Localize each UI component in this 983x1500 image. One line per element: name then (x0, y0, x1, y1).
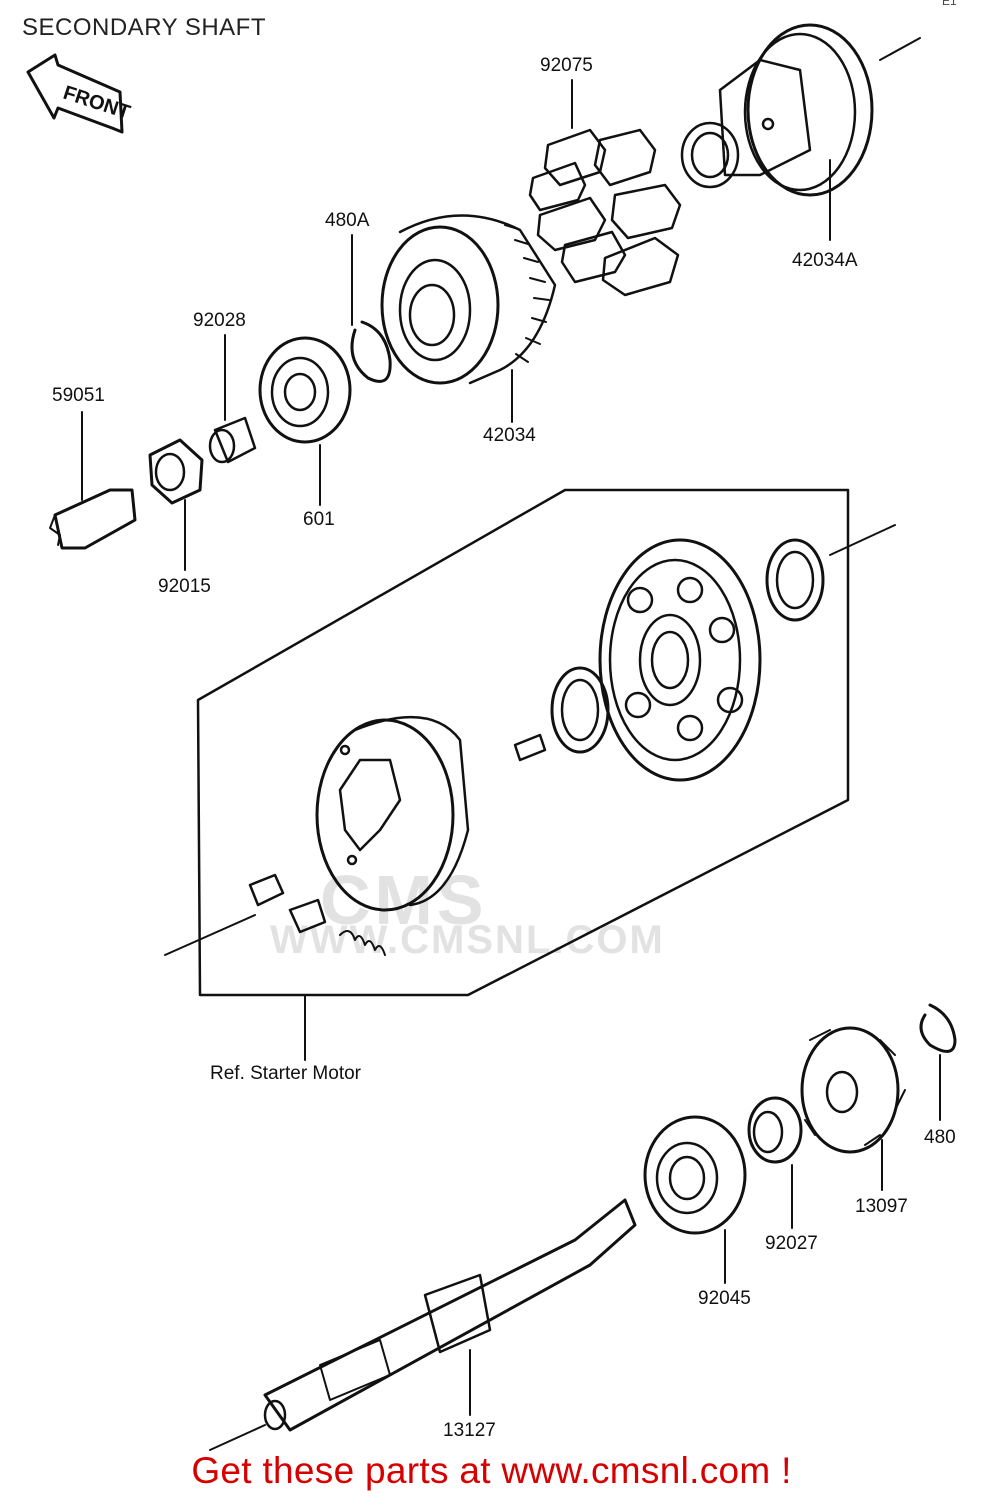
part-92045-bearing (643, 1115, 747, 1235)
part-42034a-hub (680, 23, 874, 197)
part-480a-circlip (350, 320, 392, 383)
part-92028-collar (208, 416, 257, 464)
part-13097-sprocket (800, 1026, 906, 1154)
axis-line (209, 1424, 266, 1451)
part-label-92045[interactable]: 92045 (698, 1288, 751, 1309)
part-label-42034a[interactable]: 42034A (792, 250, 858, 271)
page-title: SECONDARY SHAFT (22, 14, 266, 41)
part-label-601[interactable]: 601 (303, 509, 335, 530)
starter-rollers (248, 873, 386, 956)
part-92027-collar (747, 1096, 803, 1164)
promo-link-text[interactable]: Get these parts at www.cmsnl.com ! (191, 1450, 792, 1491)
axis-line (879, 37, 921, 61)
front-arrow-text: FRONT (60, 82, 132, 124)
part-92075-dampers (528, 128, 682, 297)
part-label-92028[interactable]: 92028 (193, 310, 246, 331)
part-42034-gear (380, 214, 557, 385)
part-label-59051[interactable]: 59051 (52, 385, 105, 406)
part-label-42034[interactable]: 42034 (483, 425, 536, 446)
part-label-480a[interactable]: 480A (325, 210, 370, 231)
watermark-url: WWW.CMSNL.COM (270, 918, 665, 962)
part-92015-nut (148, 438, 204, 505)
starter-bolt (513, 733, 547, 762)
starter-clutch (315, 715, 470, 912)
part-59051-pinion (49, 488, 137, 550)
ref-starter-motor-label: Ref. Starter Motor (210, 1063, 361, 1084)
part-label-480[interactable]: 480 (924, 1127, 956, 1148)
axis-line (164, 914, 256, 956)
part-480-circlip (919, 1003, 957, 1053)
corner-code: E1 (942, 0, 957, 8)
front-arrow-icon: FRONT (26, 53, 133, 134)
part-label-92027[interactable]: 92027 (765, 1233, 818, 1254)
part-601-bearing (258, 336, 352, 444)
starter-washers (550, 538, 825, 754)
watermark-brand: CMS (320, 861, 488, 939)
part-13127-shaft (263, 1198, 637, 1432)
leader-lines (81, 79, 941, 1416)
starter-sprocket (598, 538, 762, 782)
ref-starter-motor-box (196, 488, 850, 997)
part-label-92015[interactable]: 92015 (158, 576, 211, 597)
part-label-13127[interactable]: 13127 (443, 1420, 496, 1441)
axis-line (829, 524, 896, 556)
part-label-92075[interactable]: 92075 (540, 55, 593, 76)
part-label-13097[interactable]: 13097 (855, 1196, 908, 1217)
